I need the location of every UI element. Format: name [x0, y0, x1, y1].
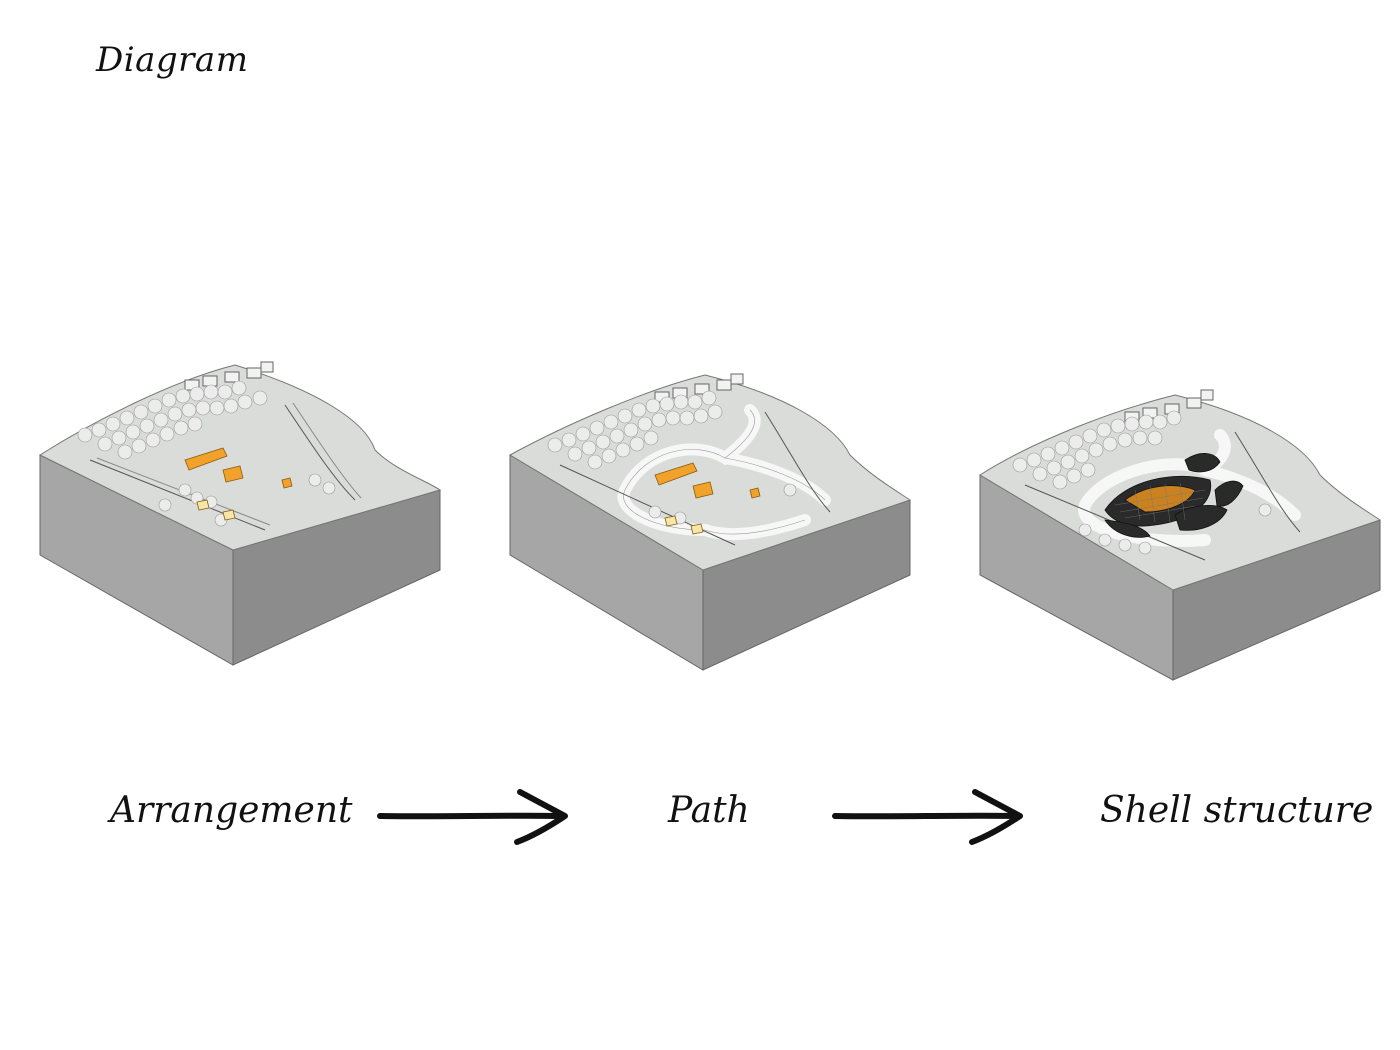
- step-label-arrangement: Arrangement: [110, 790, 353, 831]
- terrain-illustration: [975, 340, 1395, 700]
- step-label-shell-structure: Shell structure: [1100, 790, 1373, 831]
- terrain-illustration: [505, 340, 925, 700]
- step-label-path: Path: [668, 790, 750, 831]
- terrain-model-shell-structure: [975, 340, 1395, 700]
- right-arrow-icon: [830, 786, 1030, 846]
- terrain-model-path: [505, 340, 925, 700]
- terrain-model-arrangement: [35, 340, 455, 700]
- page-title: Diagram: [96, 40, 248, 80]
- terrain-illustration: [35, 340, 455, 700]
- right-arrow-icon: [375, 786, 575, 846]
